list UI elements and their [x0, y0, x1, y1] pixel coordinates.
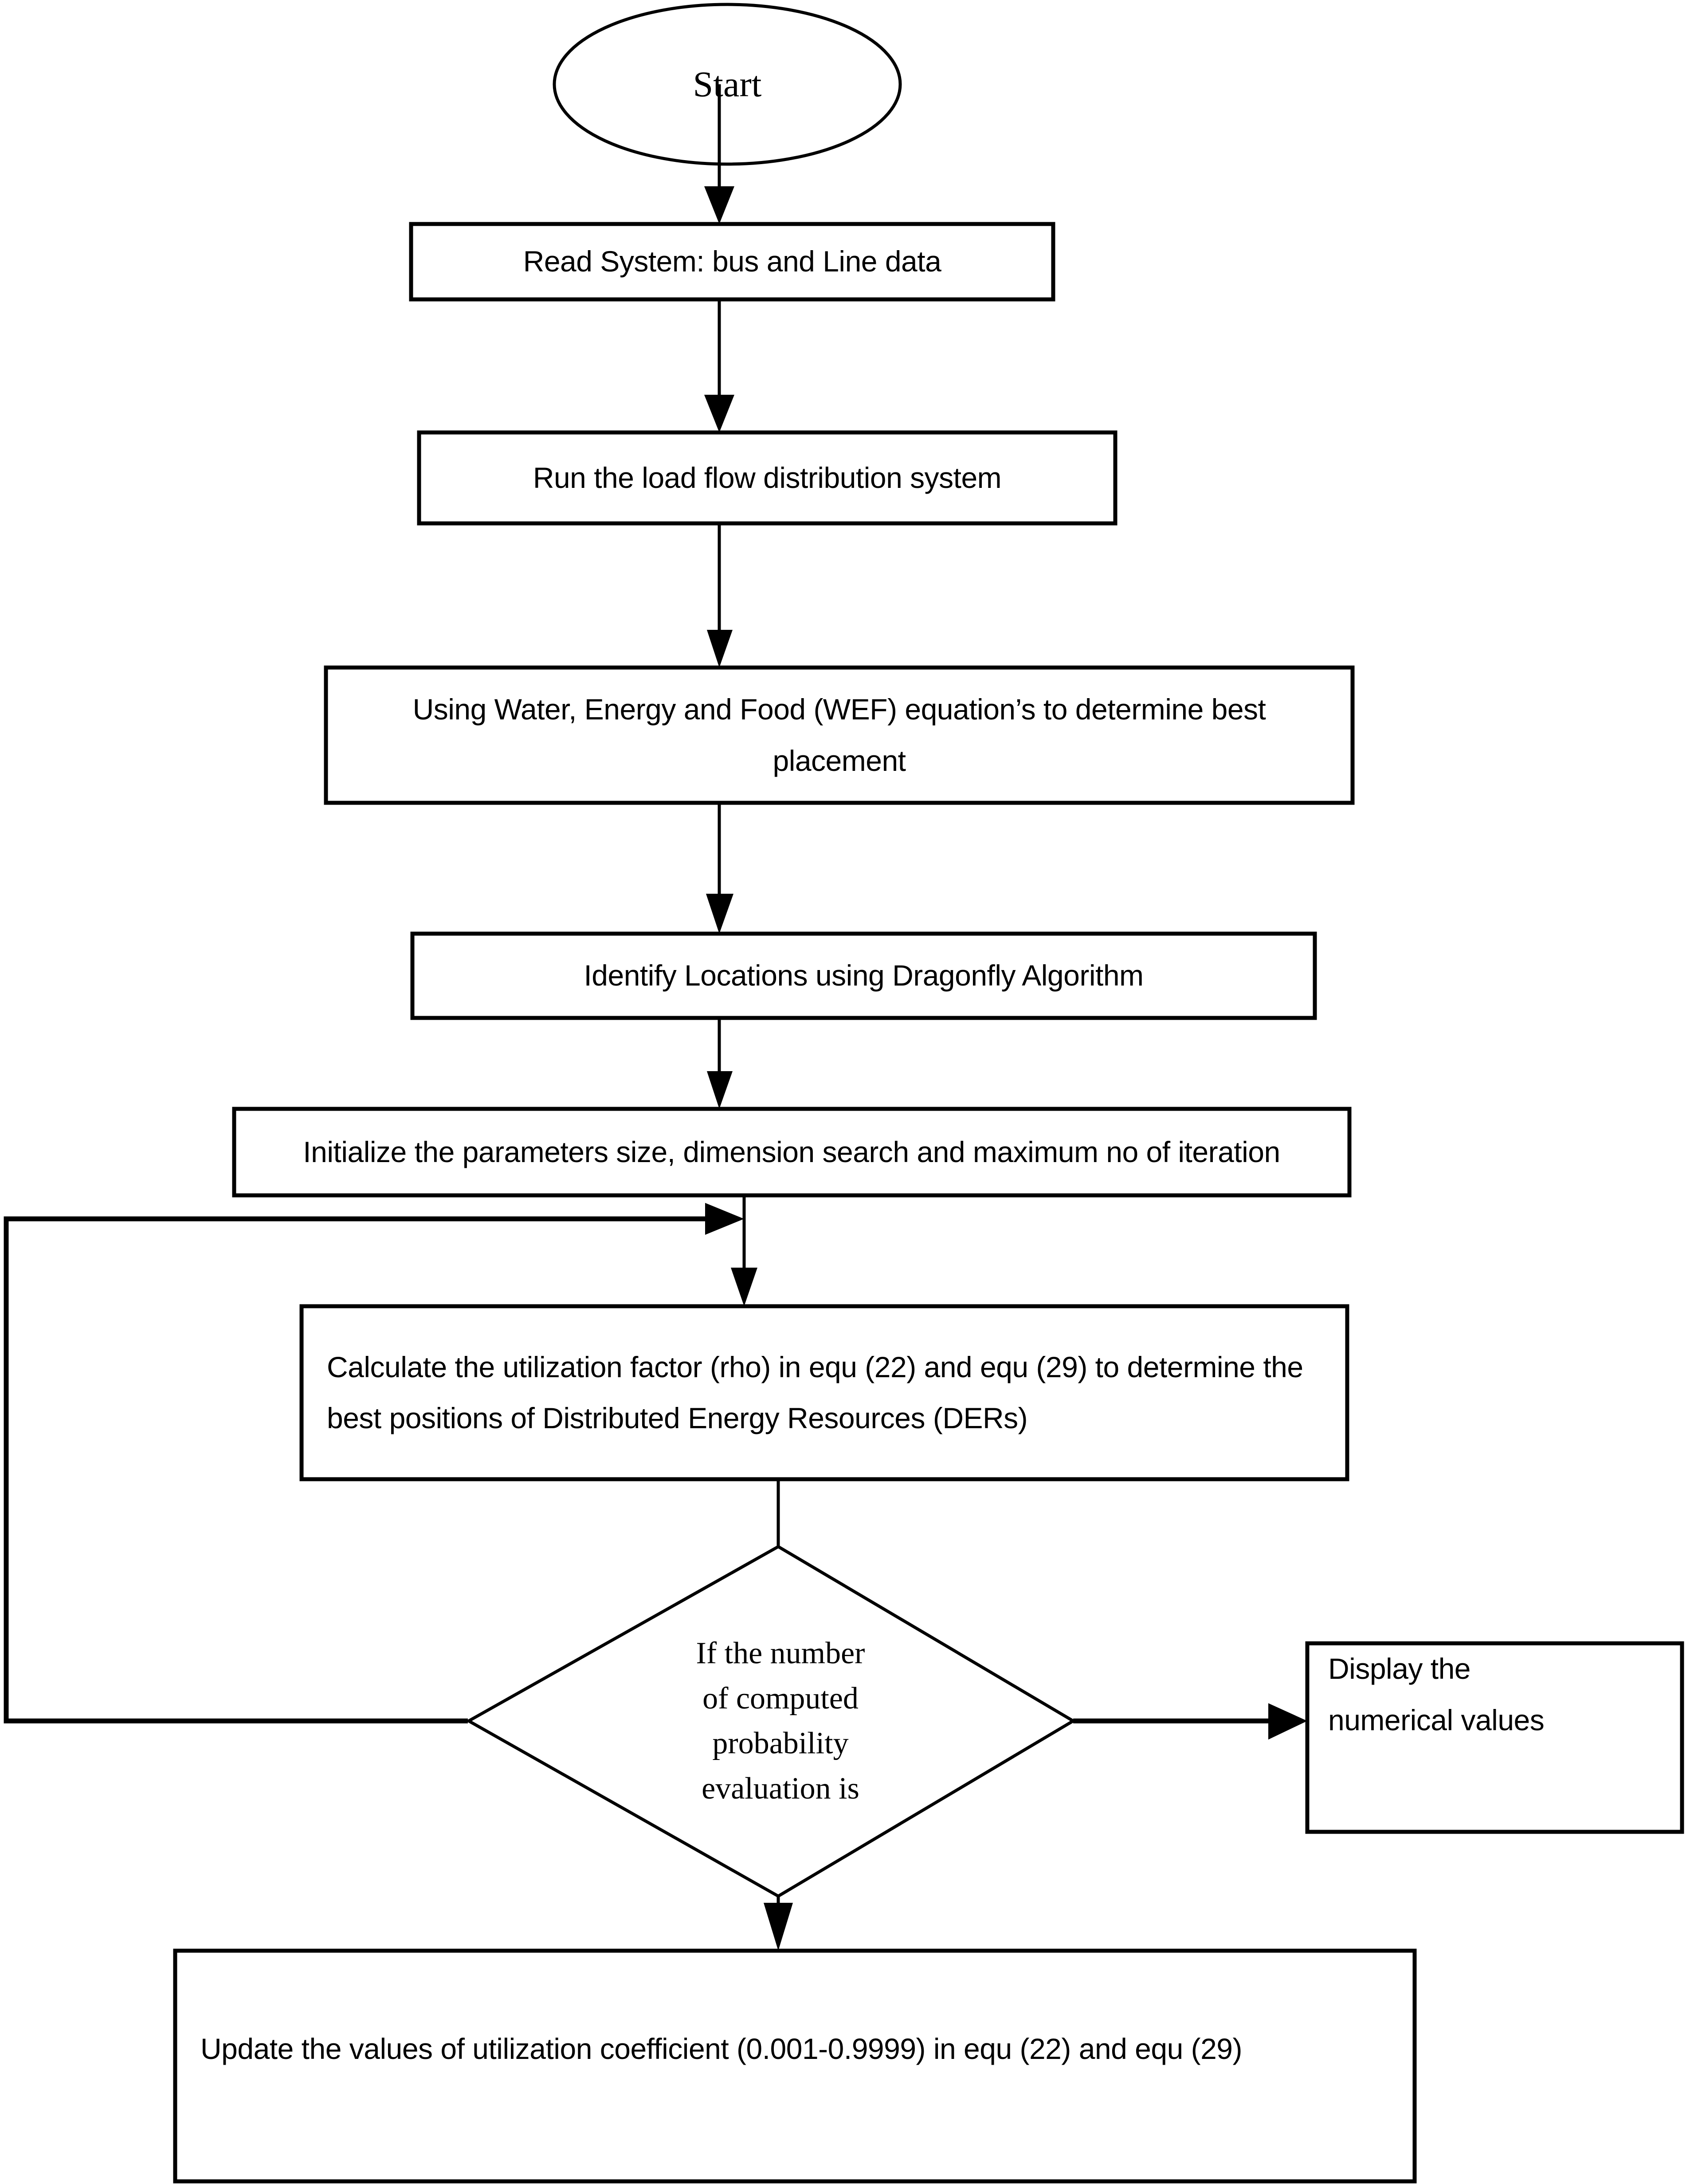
edge-decision-to-calculate-feedback-arrowhead: [705, 1203, 744, 1235]
node-initialize-parameters-shape[interactable]: [232, 1107, 1352, 1198]
edge-decision-to-display-arrowhead: [1268, 1703, 1307, 1740]
node-update-values-shape[interactable]: [173, 1948, 1417, 2184]
node-read-system-shape[interactable]: [409, 222, 1055, 302]
node-wef-equations-shape[interactable]: [324, 665, 1355, 805]
node-run-load-flow-shape[interactable]: [417, 430, 1118, 526]
edge-identify-to-initialize-arrowhead: [707, 1071, 733, 1109]
edge-start-to-read-system-arrowhead: [704, 186, 734, 224]
node-display-values-shape[interactable]: [1305, 1641, 1684, 1834]
edge-wef-to-identify-arrowhead: [706, 894, 733, 934]
edge-decision-to-calculate-feedback-line: [4, 1216, 718, 1724]
edge-initialize-to-calculate-arrowhead: [731, 1268, 757, 1306]
node-calculate-utilization-shape[interactable]: [299, 1304, 1349, 1481]
edge-read-to-run-arrowhead: [704, 395, 734, 432]
node-decision-shape[interactable]: [465, 1544, 1076, 1898]
edge-decision-to-update-arrowhead: [764, 1903, 793, 1951]
node-start-shape[interactable]: [553, 3, 902, 166]
edge-run-to-wef-arrowhead: [707, 630, 733, 668]
node-identify-locations-shape[interactable]: [410, 931, 1317, 1020]
